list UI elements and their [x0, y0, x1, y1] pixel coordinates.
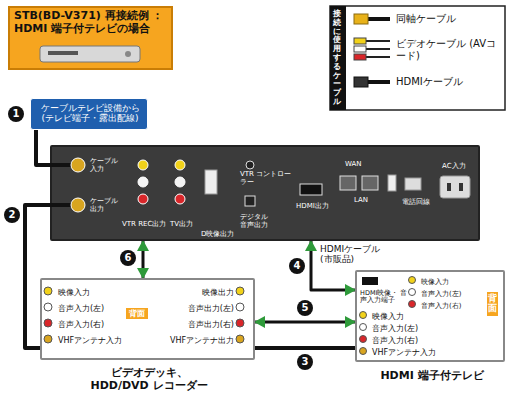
node-text: ケーブル 入力: [90, 157, 122, 173]
hdmi-plug: [354, 77, 368, 87]
callout-number: 1: [8, 106, 24, 122]
node-text: HDMI出力: [296, 202, 329, 210]
node-text: 背面: [126, 308, 148, 319]
vtr-control-jack: [246, 161, 254, 169]
node-text: HDMI映像・ 音声入力端子: [360, 290, 410, 305]
legend-text: 同軸ケーブル: [396, 13, 501, 25]
node-text: VHFアンテナ入力: [372, 348, 436, 357]
node-text: 映像出力: [150, 288, 234, 297]
callout-box: ケーブルテレビ設備から (テレビ端子・露出配線): [30, 98, 148, 130]
ac-pin: [447, 183, 451, 191]
node-text: VTR コントローラー: [240, 170, 294, 186]
vcr-back-panel: 背面 映像入力音声入力(左) 音声入力(右) VHFアンテナ入力 映像出力音声出力(左)…: [40, 278, 255, 360]
cable-connector: [36, 130, 50, 165]
callout-number: 2: [4, 207, 20, 223]
node-text: 音声入力(左): [421, 290, 461, 298]
node-text: TV出力: [170, 220, 193, 228]
callout-number: 6: [120, 250, 136, 266]
cable-in-jack: [71, 158, 85, 172]
vcr-jacks: [44, 287, 244, 343]
d-port: [205, 170, 217, 194]
node-text: AC入力: [442, 162, 466, 170]
optical-port: [245, 196, 255, 206]
legend-frame: [330, 6, 505, 110]
cable-connector: [255, 346, 355, 350]
legend-heading: 接続に使用するケーブル: [333, 10, 341, 107]
stb-slot: [48, 51, 78, 55]
coax-plug: [354, 14, 368, 24]
node-text: 音声入力(左): [58, 304, 104, 313]
tv-hdmi-port: [362, 277, 378, 285]
node-text: 音声出力(左): [150, 304, 234, 313]
coax-sample: [368, 17, 390, 21]
node-text: VHFアンテナ出力: [150, 336, 234, 345]
node-text: デジタル 音声出力: [240, 213, 276, 229]
node-text: D映像出力: [201, 230, 234, 238]
node-text: VTR REC出力: [122, 220, 166, 228]
hdmi-sample: [368, 80, 390, 84]
stb-button: [125, 51, 131, 57]
node-text: 音声入力(右): [372, 336, 418, 345]
node-text: 背面: [487, 292, 498, 316]
rca-jacks: [138, 160, 185, 204]
node-text: ケーブルテレビ設備から (テレビ端子・露出配線): [35, 103, 145, 124]
title-text: STB(BD-V371) 再接続例 ：HDMI 端子付テレビの場合: [14, 10, 169, 35]
av-sample: [354, 38, 390, 60]
tv-jacks: [360, 277, 416, 355]
cable-out-jack: [71, 198, 85, 212]
node-text: LAN: [354, 196, 368, 204]
node-text: 音声入力(右): [421, 302, 461, 310]
cable-connector: [255, 321, 355, 324]
node-text: 音声入力(右): [58, 320, 104, 329]
callout-number: 5: [297, 300, 313, 316]
node-text: 映像入力: [372, 312, 404, 321]
usb-port: [388, 175, 396, 191]
cable-note: HDMIケーブル (市販品): [320, 244, 382, 265]
ac-inlet: [440, 176, 470, 198]
ac-pin: [459, 183, 463, 191]
node-text: 電話回線: [402, 198, 430, 206]
tv-back-panel: HDMI映像・ 音声入力端子映像入力音声入力(左)音声入力(右)背面映像入力音声…: [355, 270, 505, 362]
node-text: 音声入力(左): [372, 324, 418, 333]
hdmi-port: [300, 184, 322, 195]
callout-number: 3: [297, 354, 313, 370]
node-text: 映像入力: [421, 278, 449, 286]
stb-back-panel: ケーブル 入力ケーブル 出力VTR REC出力 TV出力 D映像出力 VTR コントロ…: [50, 145, 480, 241]
node-text: 音声出力(右): [150, 320, 234, 329]
callout-number: 4: [289, 258, 305, 274]
lan-port: [340, 176, 356, 190]
node-text: ケーブル 出力: [90, 197, 122, 213]
node-text: HDMI 端子付テレビ: [367, 370, 497, 383]
coax-lead: [50, 203, 78, 207]
phone-port: [405, 178, 421, 190]
stb-front: [40, 46, 140, 62]
node-text: VHFアンテナ入力: [58, 336, 122, 345]
legend-bar: [330, 6, 346, 110]
legend-text: ビデオケーブル (AVコード): [396, 38, 501, 61]
node-text: 映像入力: [58, 288, 90, 297]
cable-connector: [142, 241, 145, 278]
node-text: WAN: [345, 160, 362, 168]
legend-text: HDMIケーブル: [396, 76, 501, 88]
node-text: ビデオデッキ、 HDD/DVD レコーダー: [84, 367, 214, 392]
lan-port: [362, 176, 378, 190]
coax-lead: [50, 163, 78, 167]
